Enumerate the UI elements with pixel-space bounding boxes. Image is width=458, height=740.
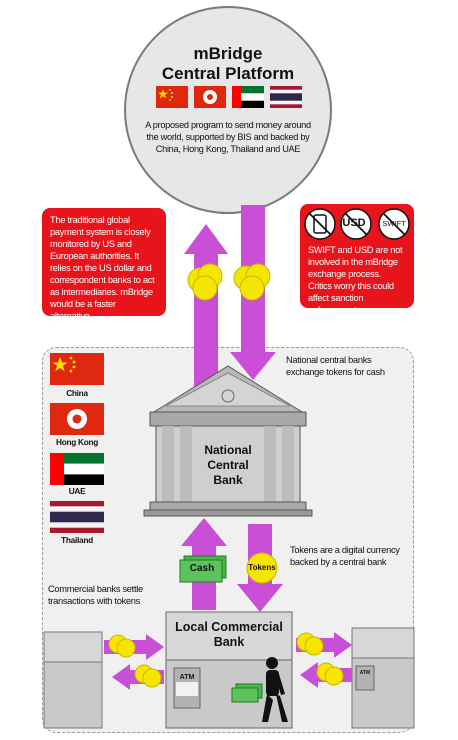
central-bank-title: National Central Bank — [160, 443, 296, 488]
swift-label: SWIFT — [382, 219, 406, 228]
token-coin-icon — [246, 552, 278, 584]
local-commercial-bank-line2: Bank — [213, 635, 245, 649]
atm-label: ATM — [179, 674, 195, 681]
central-platform-title: mBridge Central Platform — [124, 44, 332, 84]
member-flags — [50, 353, 104, 533]
up-arrow-to-platform — [184, 224, 228, 392]
no-swift-usd-icons — [304, 208, 410, 240]
right-settlement-arrows — [296, 632, 352, 688]
no-usd-icon — [340, 208, 372, 240]
member-label-hong-kong: Hong Kong — [56, 437, 98, 447]
uae-flag-icon — [50, 453, 104, 485]
central-platform-circle — [124, 6, 332, 214]
left-settlement-arrows — [104, 634, 164, 690]
commercial-banks-note: Commercial banks settle transactions wit… — [48, 584, 143, 606]
local-commercial-bank-line1: Local Commercial — [175, 620, 283, 634]
member-label-uae: UAE — [68, 486, 86, 496]
member-label-thailand: Thailand — [61, 535, 93, 545]
cash-notes-small-icon — [231, 683, 263, 703]
no-phone-icon — [304, 208, 336, 240]
central-platform-title-line2: Central Platform — [161, 64, 295, 83]
thailand-flag-icon — [50, 501, 104, 533]
atm-label-right: ATM — [359, 670, 371, 676]
uae-flag-icon — [232, 86, 264, 108]
member-label-china: China — [66, 388, 88, 398]
central-bank-line3: Bank — [213, 473, 243, 487]
token-coins-down — [233, 263, 271, 301]
swift-usd-note-text: SWIFT and USD are not involved in the mB… — [308, 245, 403, 315]
central-platform-title-line1: mBridge — [193, 44, 263, 63]
hong-kong-flag-icon — [194, 86, 226, 108]
hong-kong-flag-icon — [50, 403, 104, 435]
no-swift-icon — [378, 208, 410, 240]
token-coins-up — [187, 263, 223, 301]
local-commercial-bank-title: Local Commercial Bank — [166, 620, 292, 650]
usd-label: USD — [342, 217, 366, 229]
exchange-note: National central banks exchange tokens f… — [286, 355, 385, 377]
china-flag-icon — [50, 353, 104, 385]
china-flag-icon — [156, 86, 188, 108]
central-bank-building — [143, 365, 313, 517]
central-platform-description: A proposed program to send money around … — [145, 120, 311, 154]
tokens-label: Tokens — [248, 563, 276, 572]
person-icon — [262, 657, 288, 722]
central-bank-line1: National — [204, 443, 252, 457]
hub-flags — [156, 86, 302, 108]
right-commercial-bank-building — [351, 627, 415, 729]
left-commercial-bank-building — [43, 631, 103, 729]
central-bank-line2: Central — [207, 458, 249, 472]
thailand-flag-icon — [270, 86, 302, 108]
traditional-system-note: The traditional global payment system is… — [42, 208, 166, 321]
tokens-definition-note: Tokens are a digital currency backed by … — [290, 545, 400, 567]
cash-label: Cash — [189, 563, 215, 574]
cash-notes-icon — [179, 555, 227, 583]
